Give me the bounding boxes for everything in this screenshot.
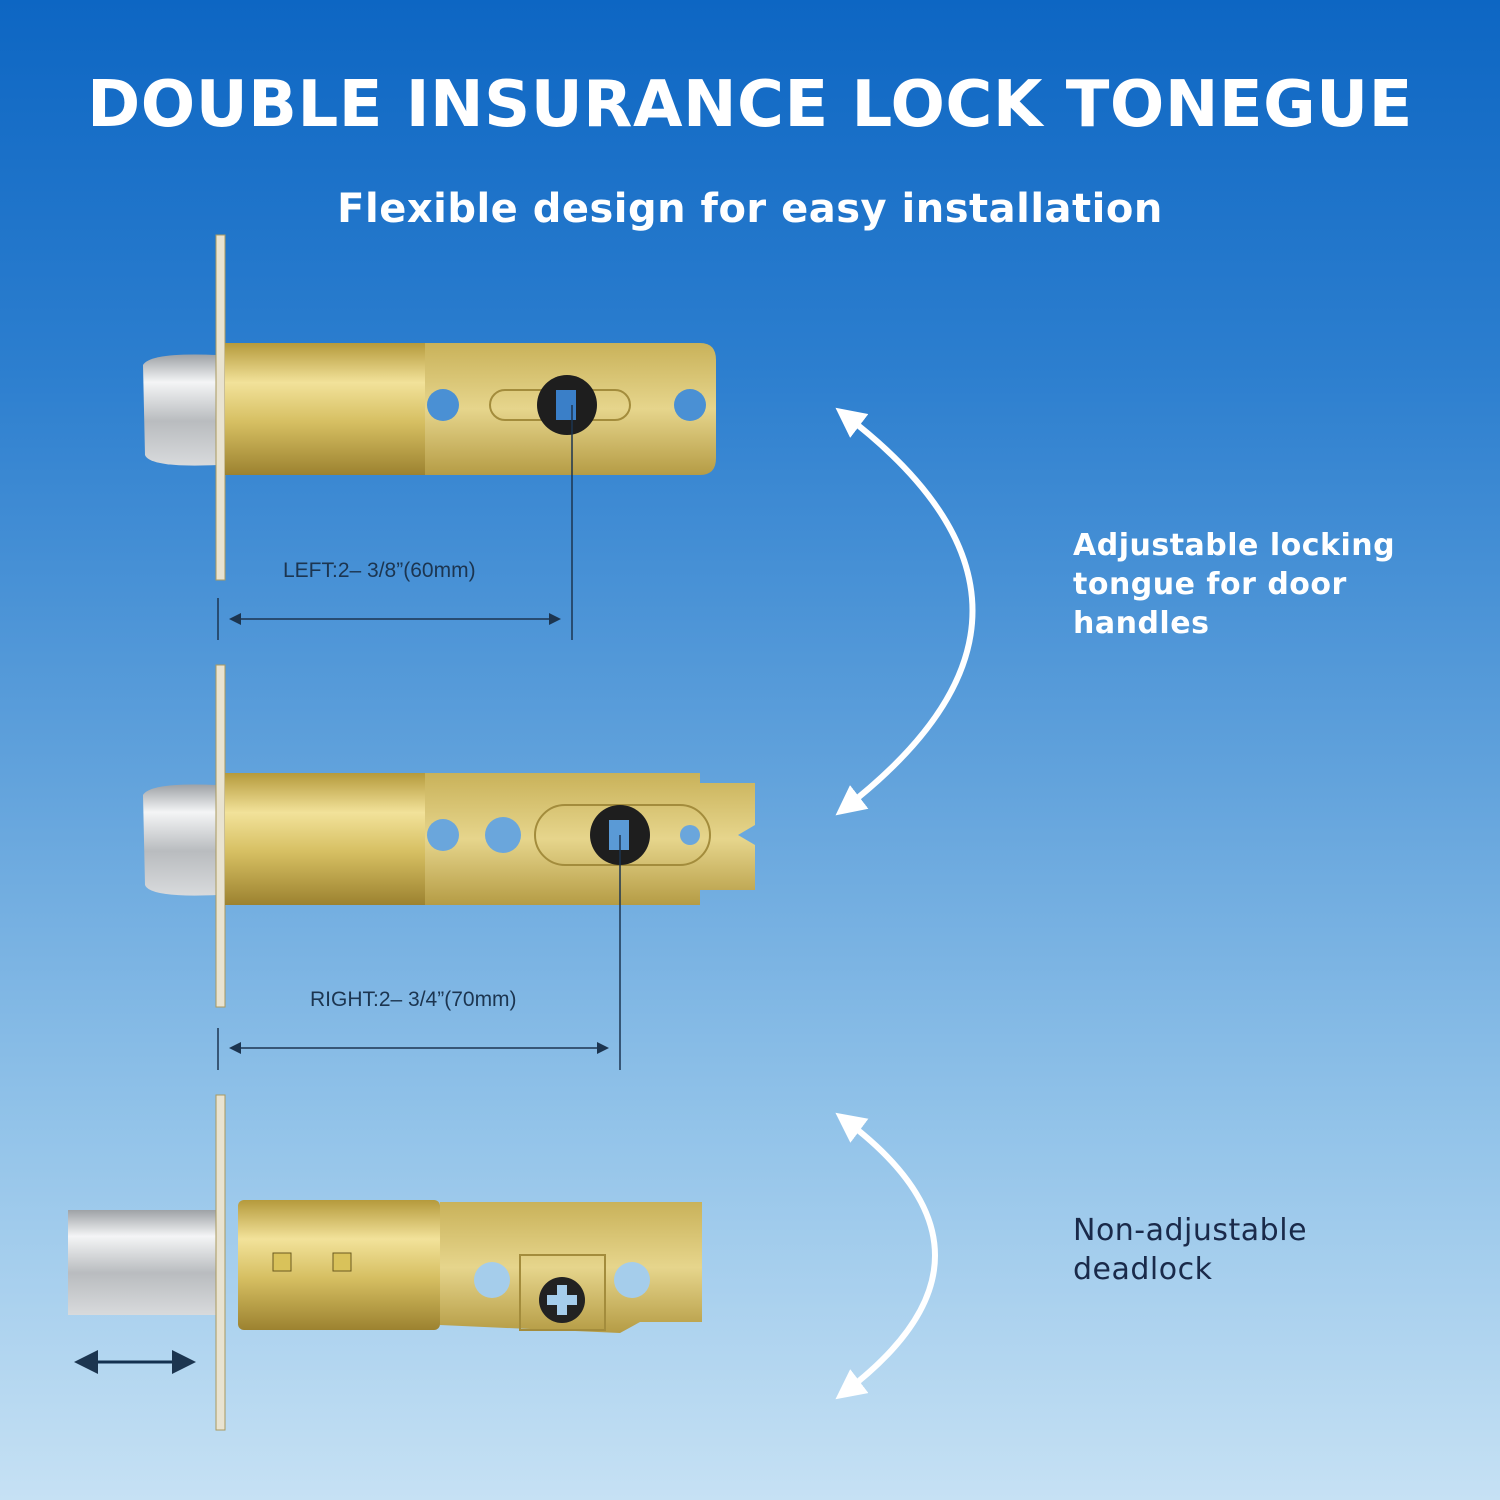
curved-double-arrow-icon: [835, 407, 976, 816]
dimension-left: [217, 405, 573, 640]
dimension-right: [217, 835, 621, 1070]
latch-right-70mm: [143, 664, 755, 1008]
caption-deadlock: Non-adjustable deadlock: [1073, 1211, 1307, 1289]
deadlock-latch: [68, 1094, 702, 1431]
caption-line: deadlock: [1073, 1252, 1213, 1287]
caption-line: Non-adjustable: [1073, 1213, 1308, 1248]
caption-line: handles: [1073, 606, 1210, 641]
page-title: DOUBLE INSURANCE LOCK TONEGUE: [87, 68, 1413, 142]
dimension-label-right: RIGHT:2– 3/4”(70mm): [310, 988, 517, 1011]
page-subtitle: Flexible design for easy installation: [337, 186, 1163, 232]
caption-adjustable: Adjustable locking tongue for door handl…: [1073, 526, 1395, 643]
caption-line: tongue for door: [1073, 567, 1347, 602]
latch-left-60mm: [143, 234, 716, 581]
curved-double-arrow-icon: [835, 1112, 938, 1400]
dimension-label-left: LEFT:2– 3/8”(60mm): [283, 559, 476, 582]
caption-line: Adjustable locking: [1073, 528, 1396, 563]
